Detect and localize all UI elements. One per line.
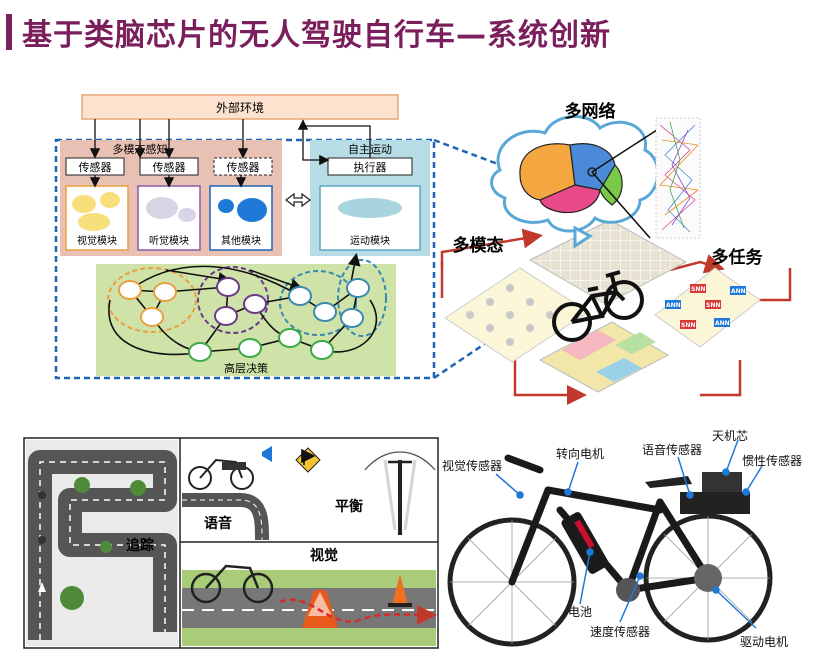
multi-task-label: 多任务 (712, 247, 764, 268)
drive-motor-label: 驱动电机 (740, 635, 788, 649)
environment-box (81, 94, 399, 120)
architecture-frame (54, 138, 436, 380)
concept-graphic: ANN SNN SNN ANN SNN ANN (440, 101, 792, 405)
sensor-3 (213, 157, 273, 176)
balance-label: 平衡 (335, 498, 363, 515)
title-accent-bar (6, 14, 12, 50)
decision-label: 高层决策 (224, 361, 268, 375)
battery-label: 电池 (568, 605, 592, 619)
ann-tag-3: ANN (715, 320, 730, 327)
ann-tag-2: ANN (731, 288, 746, 295)
audio-module-label: 听觉模块 (149, 235, 189, 247)
voice-panel: 语音 (182, 440, 321, 541)
visual-module-label: 视觉模块 (77, 234, 117, 247)
snn-tag-3: SNN (681, 322, 695, 329)
vision-panel: 视觉 (182, 544, 437, 646)
multi-network-label: 多网络 (565, 101, 616, 122)
network-visualization (655, 117, 701, 239)
bicycle-icon (552, 270, 644, 342)
other-module-label: 其他模块 (221, 234, 261, 247)
vision-sensor-label: 视觉传感器 (442, 458, 502, 473)
speaker-icon (262, 446, 272, 462)
motion-module-label: 运动模块 (350, 235, 390, 247)
snn-tag-1: SNN (691, 286, 705, 293)
brain-icon (519, 143, 623, 214)
tianjic-chip-label: 天机芯 (712, 429, 748, 443)
environment-label: 外部环境 (216, 100, 264, 115)
sensor-1-label: 传感器 (79, 161, 112, 174)
sensor-3-label: 传感器 (227, 161, 260, 174)
ann-tag-1: ANN (666, 302, 681, 309)
voice-sensor-label: 语音传感器 (642, 442, 702, 457)
speed-sensor-label: 速度传感器 (590, 624, 650, 639)
steering-motor-label: 转向电机 (556, 446, 604, 461)
double-arrow-icon (285, 192, 311, 208)
actuator-label: 执行器 (354, 160, 387, 174)
vision-label: 视觉 (310, 547, 338, 564)
sensor-2-label: 传感器 (153, 161, 186, 174)
voice-label: 语音 (204, 515, 232, 532)
inertial-sensor-label: 惯性传感器 (742, 453, 802, 468)
balance-panel: 平衡 (335, 451, 436, 535)
tracking-panel: 追踪 (26, 440, 178, 646)
task-panels: 追踪 语音 平衡 (23, 437, 439, 649)
snn-tag-2: SNN (706, 302, 720, 309)
page-title: 基于类脑芯片的无人驾驶自行车—系统创新 (22, 18, 611, 53)
architecture-diagram: 外部环境 多模态感知 传感器 传感器 传感器 视觉模块 听觉模块 其他模块 自主… (54, 94, 436, 380)
bike-hardware: 视觉传感器 转向电机 语音传感器 天机芯 惯性传感器 电池 速度传感器 驱动电机 (442, 429, 802, 649)
multi-modal-label: 多模态 (453, 235, 504, 256)
tracking-label: 追踪 (126, 537, 154, 554)
